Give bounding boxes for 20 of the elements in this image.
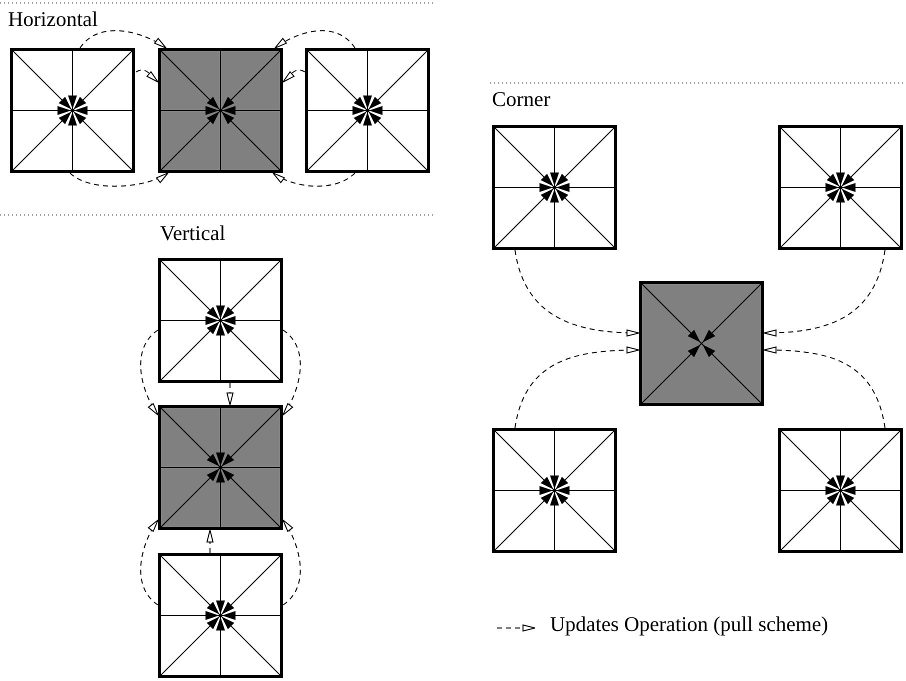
update-arrow bbox=[282, 70, 306, 82]
update-arrow bbox=[70, 172, 168, 187]
update-arrow bbox=[764, 346, 886, 428]
section-heading: Horizontal bbox=[8, 9, 98, 30]
update-arrow bbox=[140, 330, 158, 416]
update-arrow bbox=[514, 250, 640, 336]
update-arrow bbox=[140, 520, 158, 606]
update-arrow bbox=[764, 250, 886, 336]
legend-text: Updates Operation (pull scheme) bbox=[550, 614, 828, 635]
update-arrow bbox=[514, 346, 640, 428]
update-arrow bbox=[274, 30, 356, 48]
update-arrow bbox=[282, 330, 301, 416]
update-arrow bbox=[282, 520, 301, 606]
update-arrow bbox=[136, 70, 158, 82]
update-arrow bbox=[80, 30, 166, 48]
section-heading: Corner bbox=[492, 89, 550, 110]
update-arrow bbox=[206, 530, 214, 554]
section-heading: Vertical bbox=[160, 223, 226, 244]
update-arrow bbox=[226, 382, 234, 406]
update-arrow bbox=[272, 172, 356, 187]
